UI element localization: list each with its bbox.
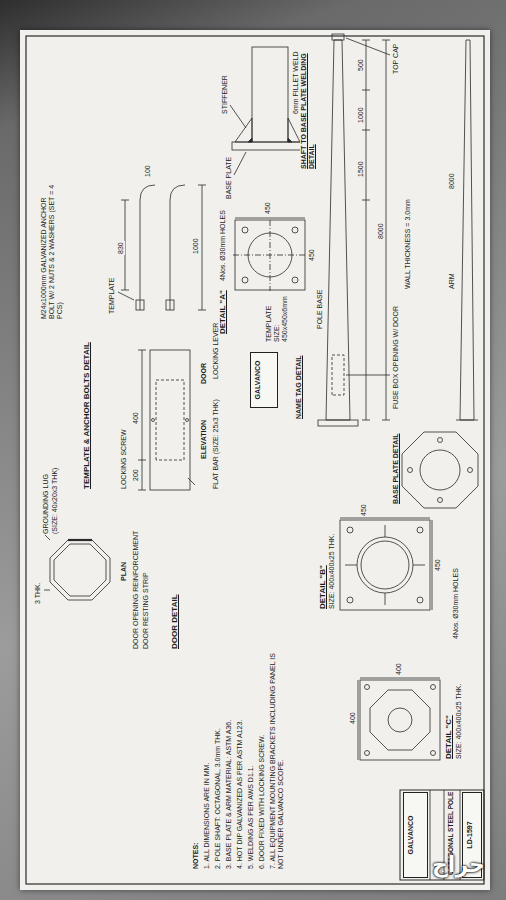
dimension-text: 400: [132, 411, 140, 425]
note-text: 5. WELDING AS PER AWS D1.1.: [247, 764, 255, 870]
part-label: LOCKING LEVER: [212, 322, 220, 380]
detail-title: DOOR DETAIL: [170, 593, 179, 650]
detail-title: TEMPLATE & ANCHOR BOLTS DETAIL: [82, 341, 91, 490]
part-label: FLAT BAR (SIZE: 25x3 THK): [212, 398, 220, 490]
part-label: DOOR OPENING REINFORCEMENT: [132, 530, 140, 650]
dimension-text: 450: [434, 558, 442, 572]
detail-title: DETAIL "C": [444, 714, 453, 760]
dimension-text: 8000: [377, 222, 385, 240]
part-label: STIFFENER: [221, 74, 229, 115]
note-text: (SIZE: 40x20x3 THK): [51, 467, 59, 535]
dimension-text: 500: [357, 58, 365, 72]
note-text: SIZE: 400x400x25 THK.: [455, 683, 463, 760]
node-text: GALVANCO: [407, 798, 414, 872]
view-title: ELEVATION: [200, 419, 208, 460]
dimension-text: 450: [308, 248, 316, 262]
part-label: POLE BASE: [316, 289, 324, 330]
note-text: M24x1000mm GALVANIZED ANCHOR BOLT W/ 2 N…: [40, 178, 64, 320]
detail-title: NAME TAG DETAIL: [295, 354, 303, 420]
note-text: SIZE: 400x400x25 THK.: [328, 533, 336, 610]
note-text: 4Nos. Ø30mm HOLES: [219, 209, 227, 282]
dimension-text: 450: [360, 503, 368, 517]
dimension-text: 1000: [192, 237, 200, 255]
part-label: ARM: [448, 272, 456, 290]
note-text: 4. HOT DIP GALVANIZED AS PER ASTM A123.: [236, 719, 244, 870]
note-text: TEMPLATE SIZE: 450x450x6mm: [265, 291, 289, 343]
part-label: TEMPLATE: [108, 277, 116, 315]
view-title: PLAN: [120, 561, 128, 582]
note-text: 7. ALL EQUIPMENT MOUNTING BRACKETS INCLU…: [269, 643, 285, 870]
detail-title: SHAFT TO BASE PLATE WELDING DETAIL: [300, 38, 316, 170]
detail-title: DETAIL "B": [318, 564, 327, 610]
dimension-text: 8000: [448, 172, 456, 190]
name-tag-plate: GALVANCO: [250, 352, 278, 408]
dimension-text: 3 THK.: [34, 581, 42, 605]
node-text: GALVANCO: [254, 358, 261, 402]
notes-heading: NOTES:: [192, 842, 200, 870]
view-title: DOOR: [200, 362, 208, 385]
part-label: DOOR RESTING STRIP: [142, 571, 150, 650]
dimension-text: 1500: [357, 160, 365, 178]
note-text: 2. POLE SHAFT: OCTAGONAL, 3.0mm THK.: [214, 727, 222, 870]
part-label: TOP CAP: [392, 43, 400, 75]
part-label: LOCKING SCREW: [120, 428, 128, 490]
note-text: WALL THICKNESS = 3.0mm: [404, 198, 412, 290]
dimension-text: 830: [117, 241, 125, 255]
watermark: حراج: [432, 852, 485, 877]
note-text: 1. ALL DIMENSIONS ARE IN MM.: [203, 762, 211, 870]
note-text: 6. DOOR FIXED WITH LOCKING SCREW.: [258, 734, 266, 870]
title-block-logo: GALVANCO: [403, 792, 428, 878]
part-label: GROUNDING LUG: [42, 473, 50, 535]
part-label: 6mm FILLET WELD: [292, 51, 300, 116]
dimension-text: 100: [144, 164, 152, 178]
part-label: FUSE BOX OPENING W/ DOOR: [392, 305, 400, 410]
dimension-text: 450: [264, 201, 272, 215]
note-text: 3. BASE PLATE & ARM MATERIAL: ASTM A36.: [225, 719, 233, 870]
detail-title: BASE PLATE DETAIL: [392, 432, 400, 505]
dimension-text: 200: [132, 468, 140, 482]
drawing-sheet: TEMPLATE & ANCHOR BOLTS DETAIL M24x1000mm…: [20, 30, 490, 890]
part-label: BASE PLATE: [225, 156, 233, 200]
note-text: 4Nos. Ø30mm HOLES: [452, 567, 460, 640]
dimension-text: 400: [349, 711, 357, 725]
dimension-text: 1000: [357, 106, 365, 124]
dimension-text: 400: [395, 662, 403, 676]
